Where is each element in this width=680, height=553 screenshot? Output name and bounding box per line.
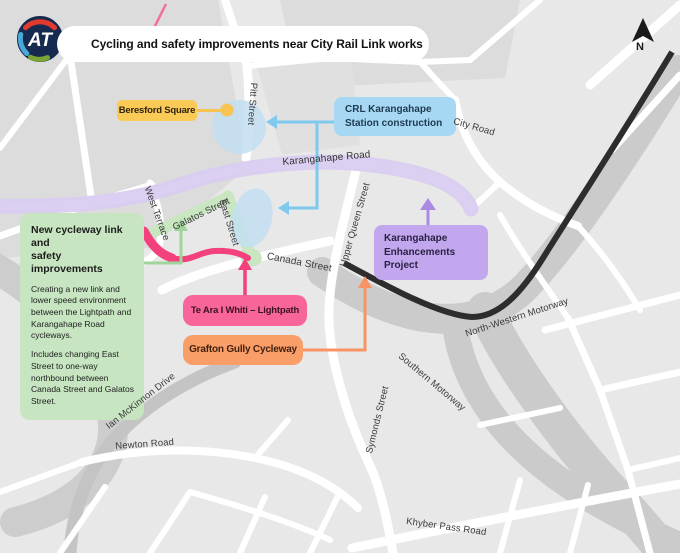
crl-station-callout-line2: Station construction — [345, 117, 443, 129]
new-cycleway-panel: New cycleway link and safety improvement… — [20, 213, 144, 420]
page-title: Cycling and safety improvements near Cit… — [91, 37, 423, 51]
panel-paragraph-1: Creating a new link and lower speed envi… — [31, 283, 132, 341]
panel-paragraph-2: Includes changing East Street to one-way… — [31, 349, 135, 406]
karangahape-enhancements-line2: Enhancements Project — [384, 246, 456, 272]
karangahape-road-highlight — [0, 154, 479, 217]
karangahape-enhancements-callout: Karangahape Enhancements Project — [374, 225, 488, 280]
crl-construction-area-mercury — [231, 188, 273, 248]
enhancements-connector — [420, 198, 436, 226]
grafton-gully-callout: Grafton Gully Cycleway — [183, 335, 303, 365]
beresford-connector-dot — [220, 103, 234, 117]
north-arrow-icon — [632, 18, 654, 42]
karangahape-enhancements-line1: Karangahape — [384, 233, 448, 244]
crl-station-callout-line1: CRL Karangahape — [345, 104, 432, 115]
at-logo: AT — [16, 15, 64, 63]
at-logo-icon: AT — [17, 16, 63, 62]
panel-title-line1: New cycleway link and — [31, 224, 123, 250]
crl-connector-arrow-south — [278, 201, 289, 215]
lightpath-callout: Te Ara I Whiti – Lightpath — [183, 295, 307, 326]
panel-title-line2: safety improvements — [31, 250, 103, 276]
crl-station-callout: CRL Karangahape Station construction — [334, 97, 456, 136]
grafton-connector — [302, 276, 372, 352]
enhancements-connector-arrow — [420, 198, 436, 210]
at-logo-text: AT — [27, 30, 53, 51]
lightpath-connector-arrow — [238, 258, 252, 270]
grafton-connector-arrow — [358, 276, 372, 288]
motorway-line — [342, 50, 675, 321]
green-panel-connector — [138, 219, 188, 265]
north-label: N — [636, 41, 644, 53]
crl-connector — [266, 115, 334, 215]
header-pill: Cycling and safety improvements near Cit… — [57, 26, 429, 62]
lightpath-connector — [238, 258, 252, 296]
beresford-square-callout: Beresford Square — [117, 100, 197, 121]
green-connector-arrow — [174, 219, 188, 231]
lightpath-line — [139, 226, 251, 263]
beresford-connector — [196, 103, 234, 117]
crl-construction-area-pitt — [212, 100, 266, 154]
crl-connector-arrow-west — [266, 115, 277, 129]
lightpath-north-stub-line — [151, 3, 168, 31]
